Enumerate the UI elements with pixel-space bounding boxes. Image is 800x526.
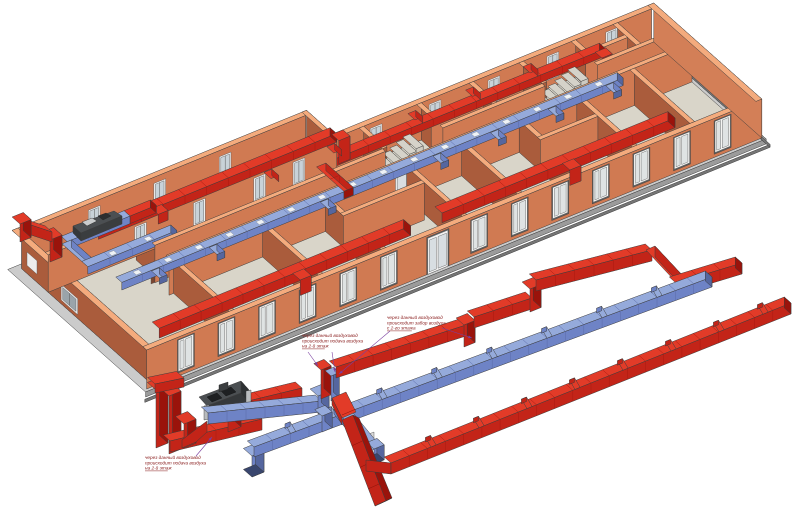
svg-text:происходит подача воздуха: происходит подача воздуха xyxy=(145,460,207,465)
svg-text:через данный воздуховод: через данный воздуховод xyxy=(145,454,201,460)
svg-text:с 2-го этажа: с 2-го этажа xyxy=(387,326,416,331)
svg-text:через данный воздуховод: через данный воздуховод xyxy=(387,314,443,320)
svg-text:на 2-й этаж: на 2-й этаж xyxy=(302,343,329,349)
svg-text:через данный воздуховод: через данный воздуховод xyxy=(302,332,358,338)
svg-text:происходит забор воздуха: происходит забор воздуха xyxy=(387,320,446,325)
svg-text:происходит подача воздуха: происходит подача воздуха xyxy=(302,338,364,343)
svg-text:на 2-й этаж: на 2-й этаж xyxy=(145,465,172,471)
